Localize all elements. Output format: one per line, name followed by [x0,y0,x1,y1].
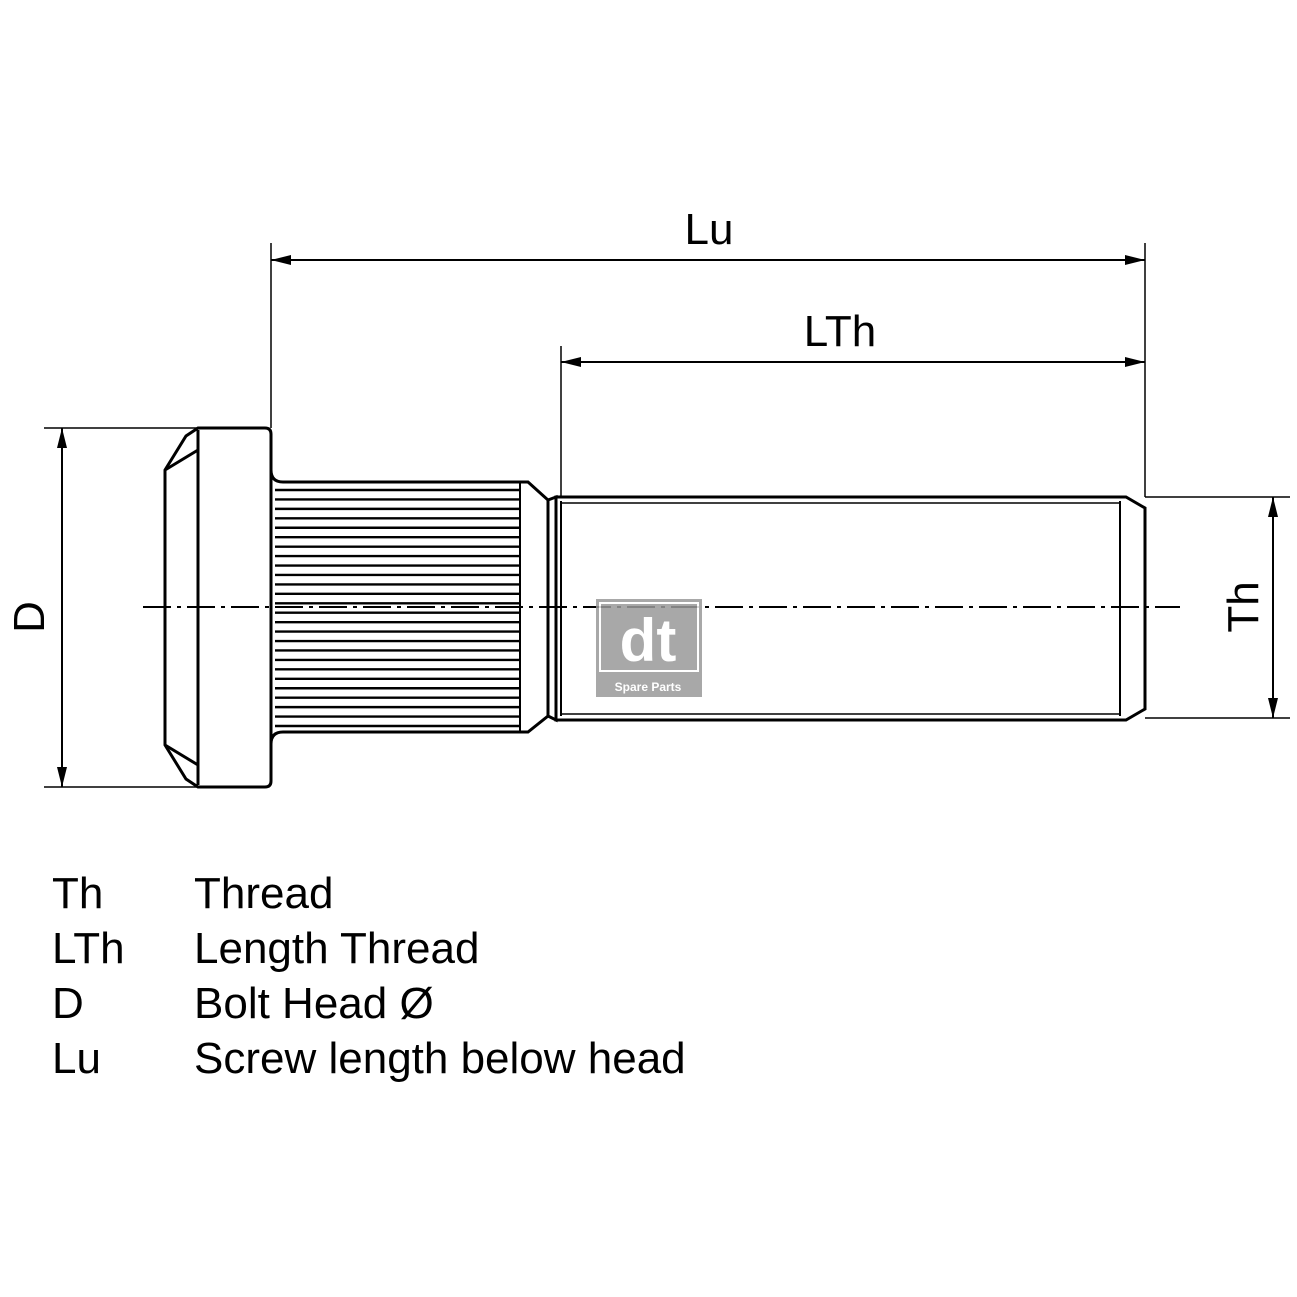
legend-abbr: Lu [52,1034,101,1083]
legend-meaning: Bolt Head Ø [194,979,434,1028]
threaded-section [554,495,1147,722]
knurled-shank [269,469,550,745]
lth-label: LTh [804,307,877,356]
logo-mark: dt [620,607,677,674]
dt-spare-parts-logo-icon: dt Spare Parts [596,599,702,697]
dimension-lines [57,255,1278,787]
legend-abbr: Th [52,869,104,918]
d-label: D [5,601,54,633]
th-label: Th [1219,581,1268,632]
legend-meaning: Length Thread [194,924,480,973]
lu-label: Lu [685,205,734,254]
legend-row-lth: LTh Length Thread [52,921,686,976]
legend-row-lu: Lu Screw length below head [52,1031,686,1086]
legend-meaning: Thread [194,869,334,918]
logo-caption: Spare Parts [615,680,682,694]
legend-meaning: Screw length below head [194,1034,686,1083]
knurl-lines [275,488,520,728]
extension-lines [44,243,1290,788]
legend-row-th: Th Thread [52,866,686,921]
legend-abbr: D [52,979,84,1028]
legend: Th Thread LTh Length Thread D Bolt Head … [52,866,686,1086]
legend-abbr: LTh [52,924,125,973]
legend-row-d: D Bolt Head Ø [52,976,686,1031]
